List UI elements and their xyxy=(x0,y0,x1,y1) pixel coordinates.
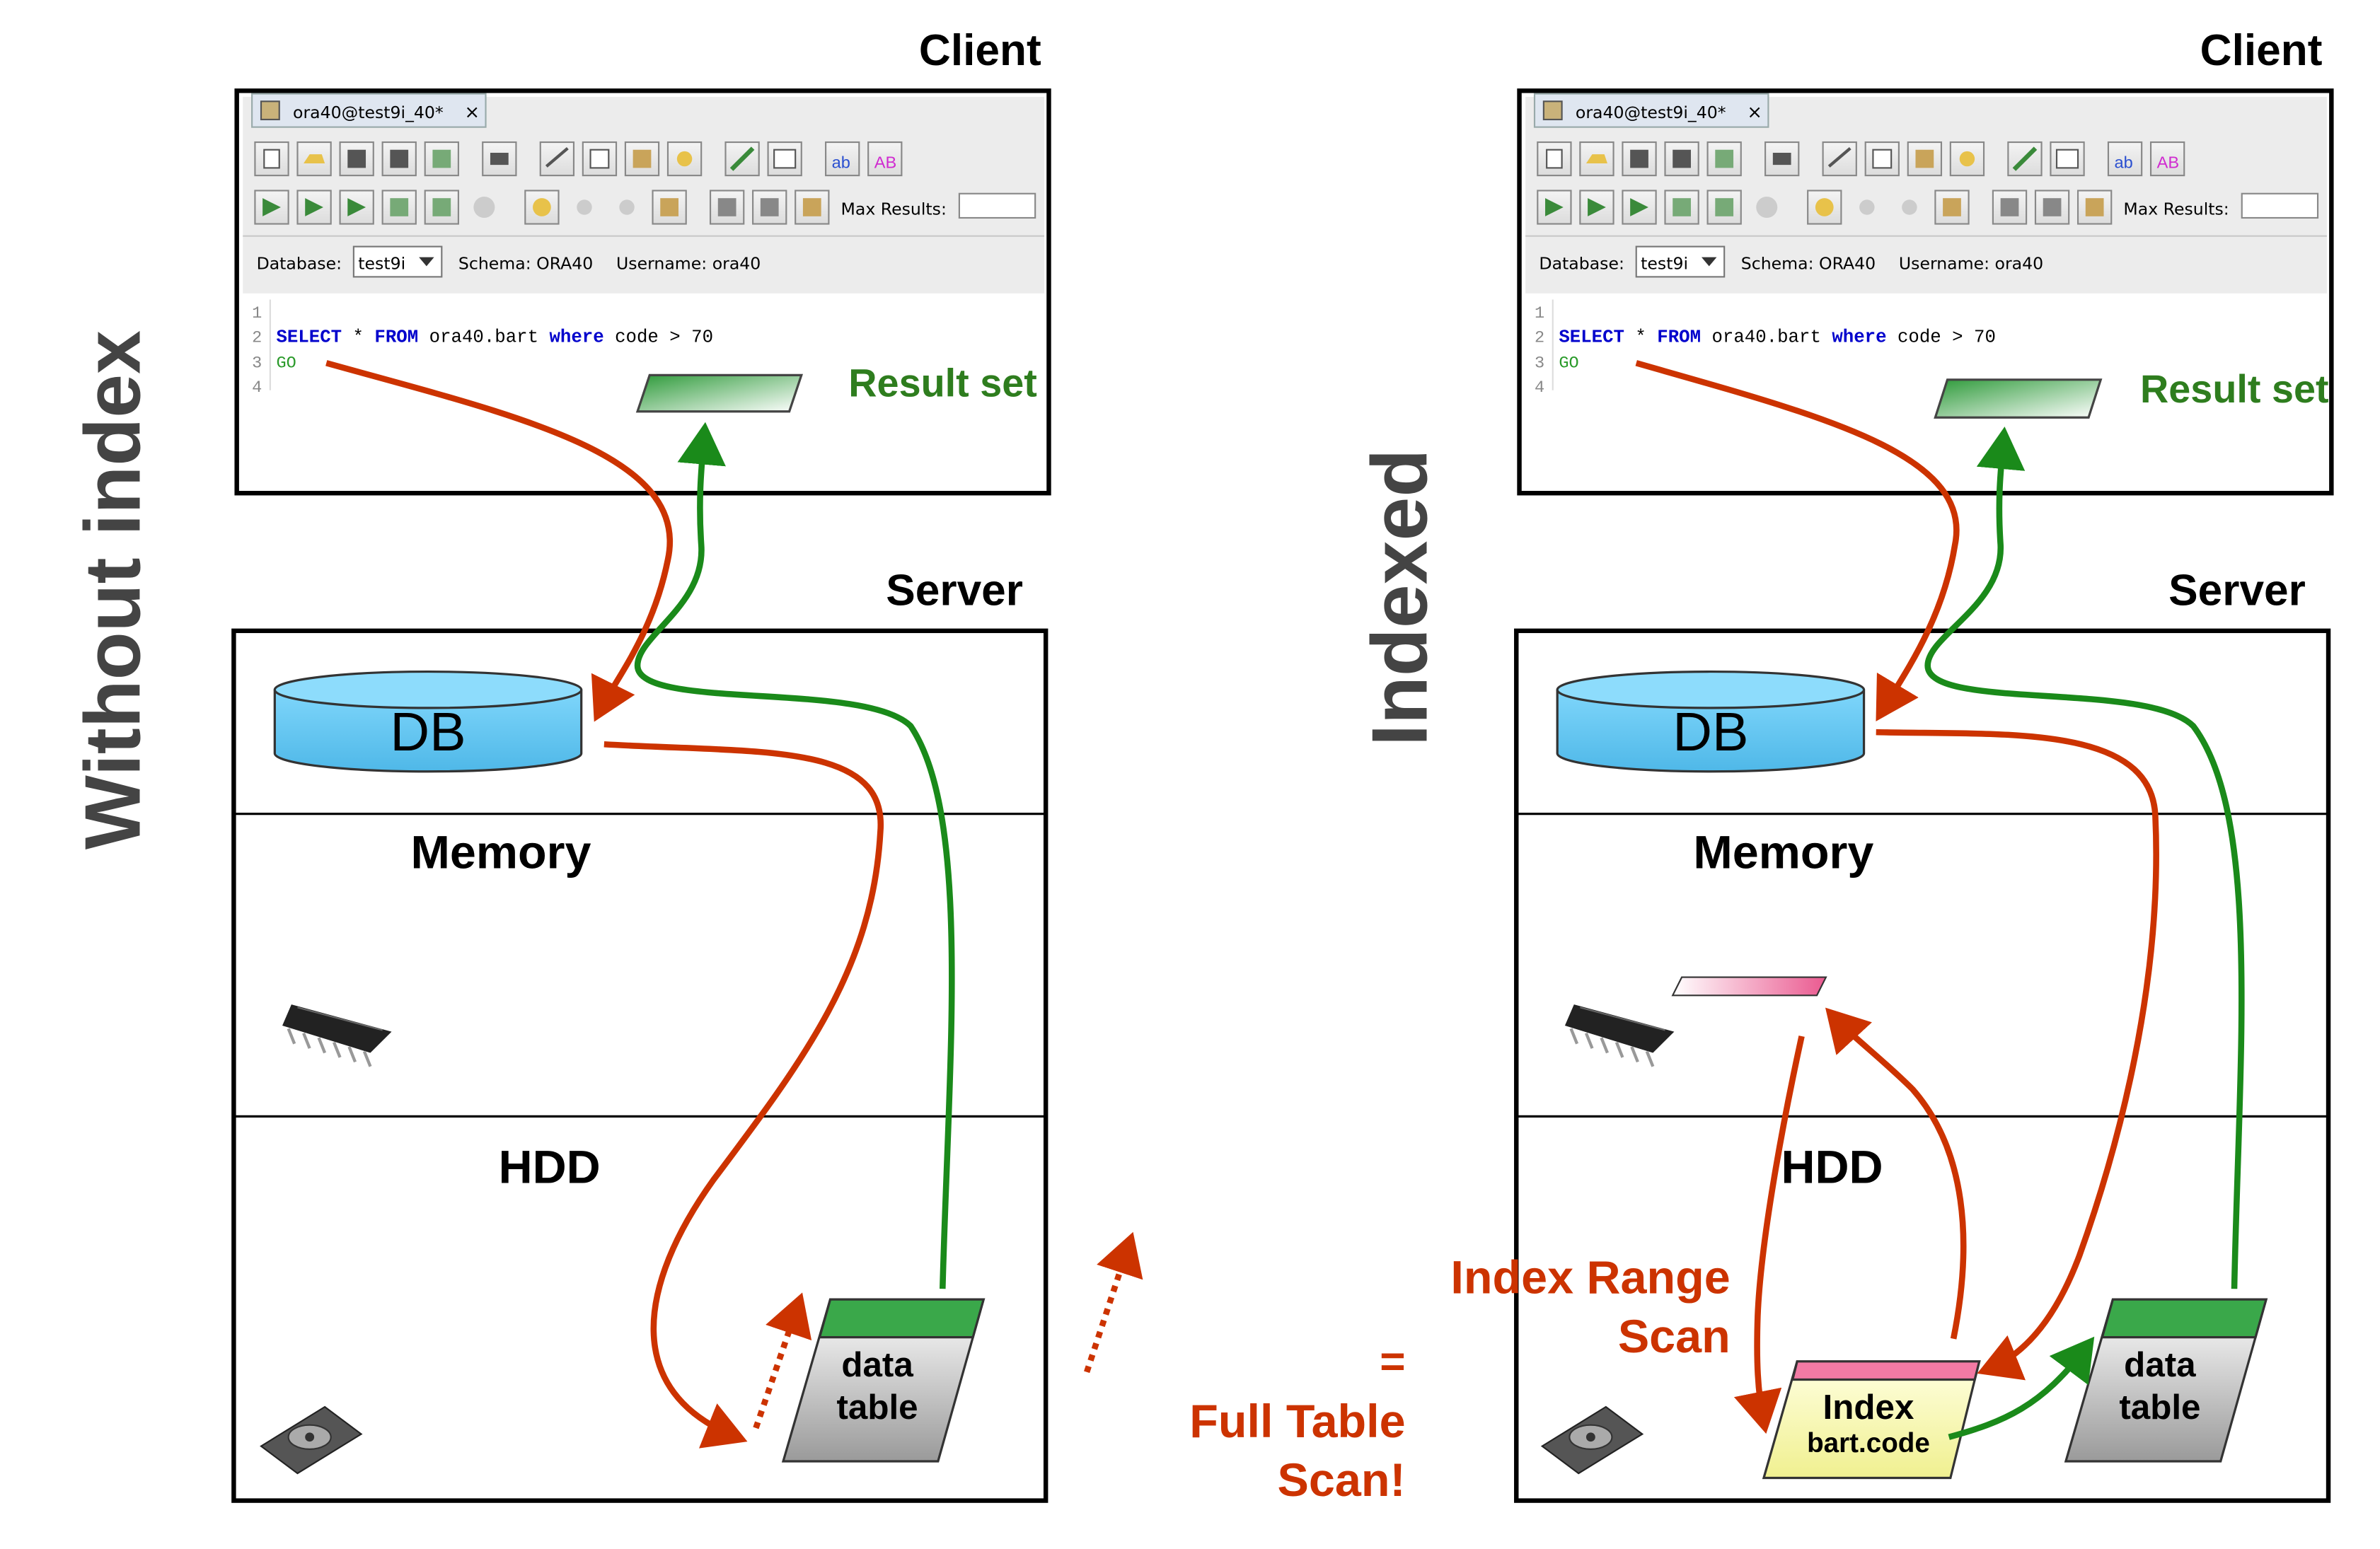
right-server-label: Server xyxy=(2168,567,2306,615)
right-go-text: GO xyxy=(1559,354,1578,373)
right-max-results-label: Max Results: xyxy=(2123,199,2229,219)
right-editor-tab[interactable] xyxy=(1533,93,1769,128)
svg-text:ab: ab xyxy=(832,153,850,171)
left-scan-dotted-arrow xyxy=(753,1292,812,1429)
equals-sign: = xyxy=(1380,1338,1405,1386)
left-editor-tab[interactable] xyxy=(251,93,487,128)
right-index-lookup-arrow xyxy=(1876,729,2159,1381)
right-line-number: 1 xyxy=(1535,304,1544,323)
right-result-set-shape xyxy=(1934,378,2103,419)
right-db-label: DB xyxy=(1673,702,1748,762)
left-tab-title: ora40@test9i_40* xyxy=(293,103,444,122)
left-sql-line: SELECT * FROM ora40.bart where code > 70 xyxy=(276,327,713,347)
right-database-value: test9i xyxy=(1641,254,1688,274)
left-panel: Without index Client ora40@test9i_40* × xyxy=(68,26,1143,1503)
hard-disk-icon xyxy=(260,1405,363,1475)
right-line-number: 3 xyxy=(1535,354,1544,373)
left-line-number: 2 xyxy=(252,328,262,347)
left-line-number: 3 xyxy=(252,354,262,373)
right-index-to-table-arrow xyxy=(1948,1336,2095,1440)
connection-icon xyxy=(260,100,280,121)
svg-text:AB: AB xyxy=(2157,153,2179,171)
left-result-set-label: Result set xyxy=(848,361,1037,405)
right-sql-editor[interactable] xyxy=(1525,293,2327,487)
right-line-number: 4 xyxy=(1535,378,1544,398)
right-side-title: Indexed xyxy=(1356,449,1444,746)
right-client-label: Client xyxy=(2200,26,2323,75)
left-server-label: Server xyxy=(886,567,1023,615)
close-icon[interactable]: × xyxy=(464,102,480,123)
left-max-results-label: Max Results: xyxy=(841,199,947,219)
left-line-number: 4 xyxy=(252,378,262,398)
hard-disk-icon xyxy=(1540,1405,1644,1475)
left-client-label: Client xyxy=(919,26,1041,75)
right-panel: Indexed Client ora40@test9i_40* × xyxy=(1356,26,2334,1503)
left-hdd-label: HDD xyxy=(499,1142,601,1194)
right-result-set-label: Result set xyxy=(2140,367,2329,411)
right-index-box xyxy=(1762,1360,1981,1480)
right-index-label-2: bart.code xyxy=(1807,1428,1930,1458)
left-go-text: GO xyxy=(276,354,296,373)
right-line-number: 2 xyxy=(1535,328,1544,347)
left-result-set-shape xyxy=(635,373,804,413)
left-full-scan-arrow xyxy=(603,741,884,1449)
left-db-label: DB xyxy=(390,702,466,762)
svg-text:AB: AB xyxy=(874,153,896,171)
right-index-scan-up-arrow xyxy=(1825,1007,1967,1340)
toolbar-icons[interactable]: ab AB xyxy=(1537,141,2185,225)
full-table-scan-label-1: Full Table xyxy=(1189,1396,1405,1448)
left-result-arrow xyxy=(634,422,955,1289)
left-data-table xyxy=(781,1298,986,1463)
right-username-text: Username: ora40 xyxy=(1899,254,2043,274)
left-database-value: test9i xyxy=(358,254,405,274)
left-memory-label: Memory xyxy=(410,827,591,879)
close-icon[interactable]: × xyxy=(1747,102,1762,123)
right-result-arrow xyxy=(1924,427,2245,1289)
middle-scan-dotted-arrow xyxy=(1084,1231,1143,1374)
dropdown-arrow-icon[interactable] xyxy=(1701,257,1717,267)
left-schema-text: Schema: ORA40 xyxy=(458,254,593,274)
right-data-table xyxy=(2064,1298,2268,1463)
right-index-label-1: Index xyxy=(1823,1388,1914,1427)
left-line-number: 1 xyxy=(252,304,262,323)
right-data-table-label-2: table xyxy=(2119,1388,2200,1427)
left-data-table-label-2: table xyxy=(836,1388,918,1427)
right-max-results-input[interactable] xyxy=(2241,192,2319,219)
right-memory-index-buffer xyxy=(1671,976,1827,997)
left-db-cylinder xyxy=(273,670,583,773)
index-range-scan-label-1: Index Range xyxy=(1450,1252,1730,1304)
right-tab-title: ora40@test9i_40* xyxy=(1576,103,1726,122)
full-table-scan-label-2: Scan! xyxy=(1278,1454,1406,1507)
left-query-arrow xyxy=(325,360,673,722)
toolbar-icons[interactable]: ab AB xyxy=(254,141,903,225)
left-side-title: Without index xyxy=(68,330,156,849)
chip-icon xyxy=(1564,1004,1675,1067)
right-memory-label: Memory xyxy=(1693,827,1873,879)
left-data-table-label-1: data xyxy=(841,1345,913,1384)
left-database-label: Database: xyxy=(257,254,342,274)
index-range-scan-label-2: Scan xyxy=(1618,1311,1731,1363)
right-database-label: Database: xyxy=(1539,254,1624,274)
right-schema-text: Schema: ORA40 xyxy=(1741,254,1876,274)
right-hdd-label: HDD xyxy=(1781,1142,1883,1194)
right-db-cylinder xyxy=(1556,670,1866,773)
right-data-table-label-1: data xyxy=(2124,1345,2196,1384)
chip-icon xyxy=(282,1004,392,1067)
svg-text:ab: ab xyxy=(2115,153,2133,171)
connection-icon xyxy=(1542,100,1563,121)
right-sql-line: SELECT * FROM ora40.bart where code > 70 xyxy=(1559,327,1996,347)
left-username-text: Username: ora40 xyxy=(616,254,761,274)
right-query-arrow xyxy=(1635,360,1960,721)
left-max-results-input[interactable] xyxy=(958,192,1036,219)
dropdown-arrow-icon[interactable] xyxy=(419,257,434,267)
right-index-scan-down-arrow xyxy=(1733,1035,1805,1434)
